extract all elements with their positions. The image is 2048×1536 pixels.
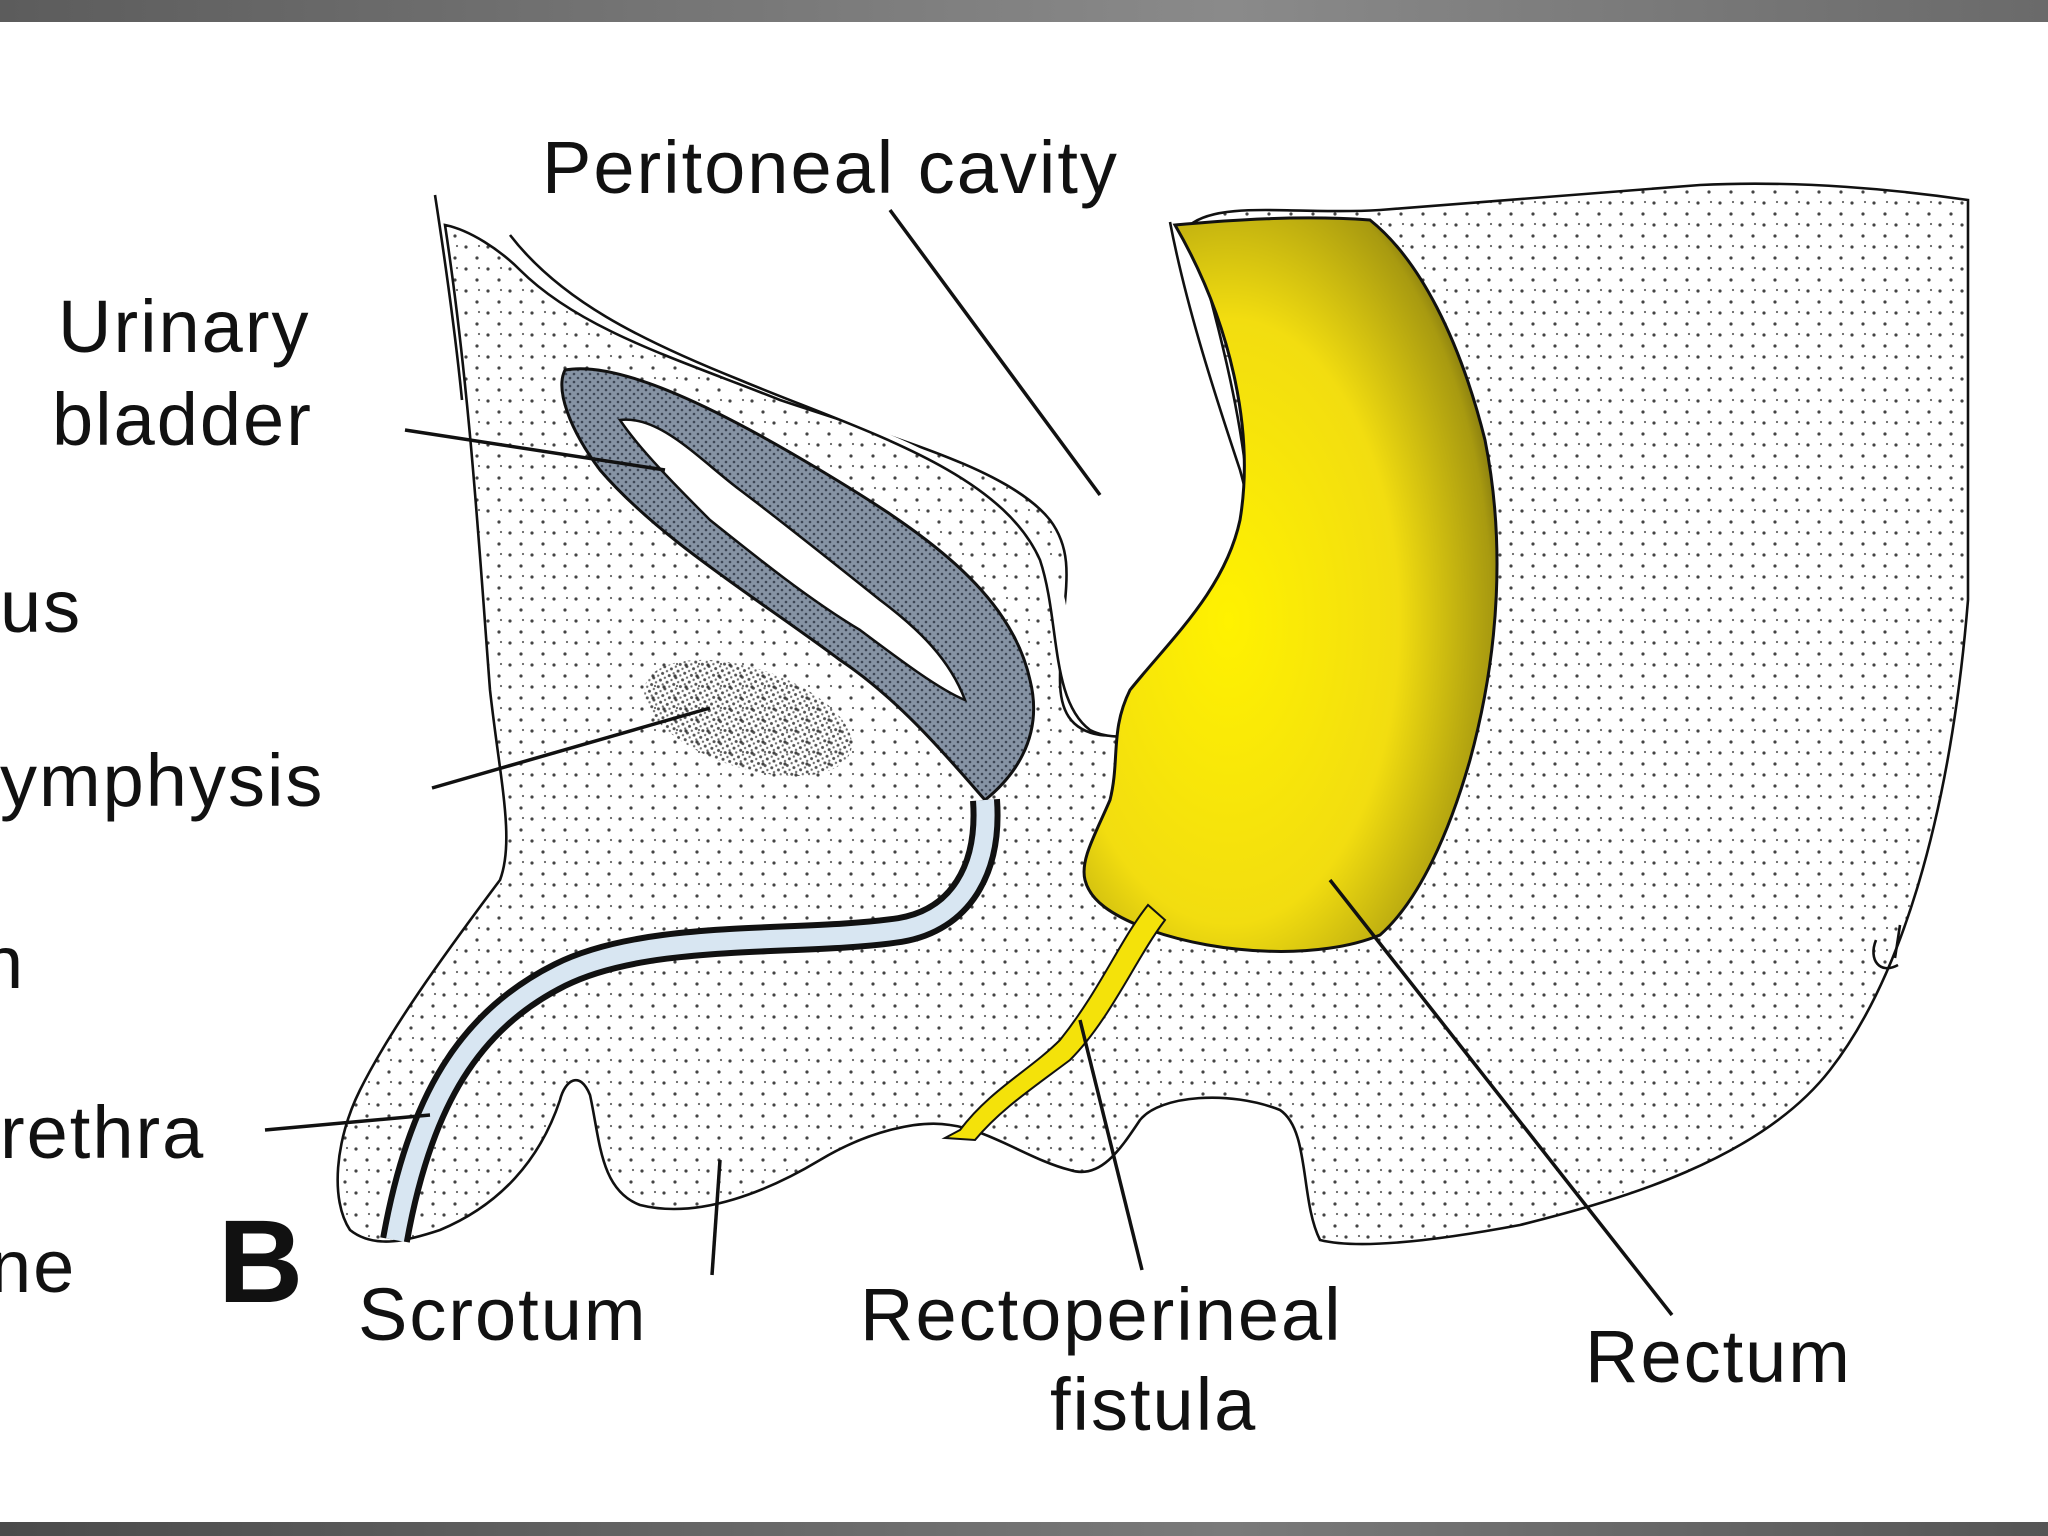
label-rectoperineal-1: Rectoperineal: [860, 1273, 1343, 1356]
leader-fistula: [1078, 1019, 1144, 1271]
label-urinary-bladder-2: bladder: [52, 378, 313, 461]
label-rectum: Rectum: [1585, 1315, 1852, 1398]
pubic-symphysis: [644, 659, 852, 777]
leader-bladder: [404, 428, 666, 472]
artist-mark: [1872, 924, 1902, 970]
label-urinary-bladder-1: Urinary: [58, 285, 310, 368]
label-symphysis-fragment: ymphysis: [0, 739, 324, 822]
label-urethra-fragment: rethra: [0, 1091, 205, 1174]
slide-bottom-bar: [0, 1522, 2048, 1536]
leader-scrotum: [710, 1159, 722, 1276]
peritoneal-cavity-space: [510, 222, 1260, 737]
label-peritoneal-cavity: Peritoneal cavity: [542, 126, 1119, 209]
leader-urethra: [264, 1113, 431, 1132]
label-fragment-ne: ne: [0, 1225, 76, 1308]
label-scrotum: Scrotum: [358, 1273, 648, 1356]
rectoperineal-fistula: [941, 903, 1167, 1142]
label-rectoperineal-2: fistula: [1050, 1363, 1257, 1446]
leader-peritoneal: [888, 208, 1102, 497]
panel-letter: B: [218, 1196, 303, 1328]
label-uterus-fragment: us: [0, 565, 82, 648]
slide-top-bar: [0, 0, 2048, 22]
leader-symphysis: [431, 706, 711, 790]
label-fragment-n: n: [0, 921, 25, 1004]
bladder-lumen: [617, 418, 968, 703]
leader-rectum: [1328, 878, 1674, 1317]
rectum: [1082, 216, 1499, 953]
